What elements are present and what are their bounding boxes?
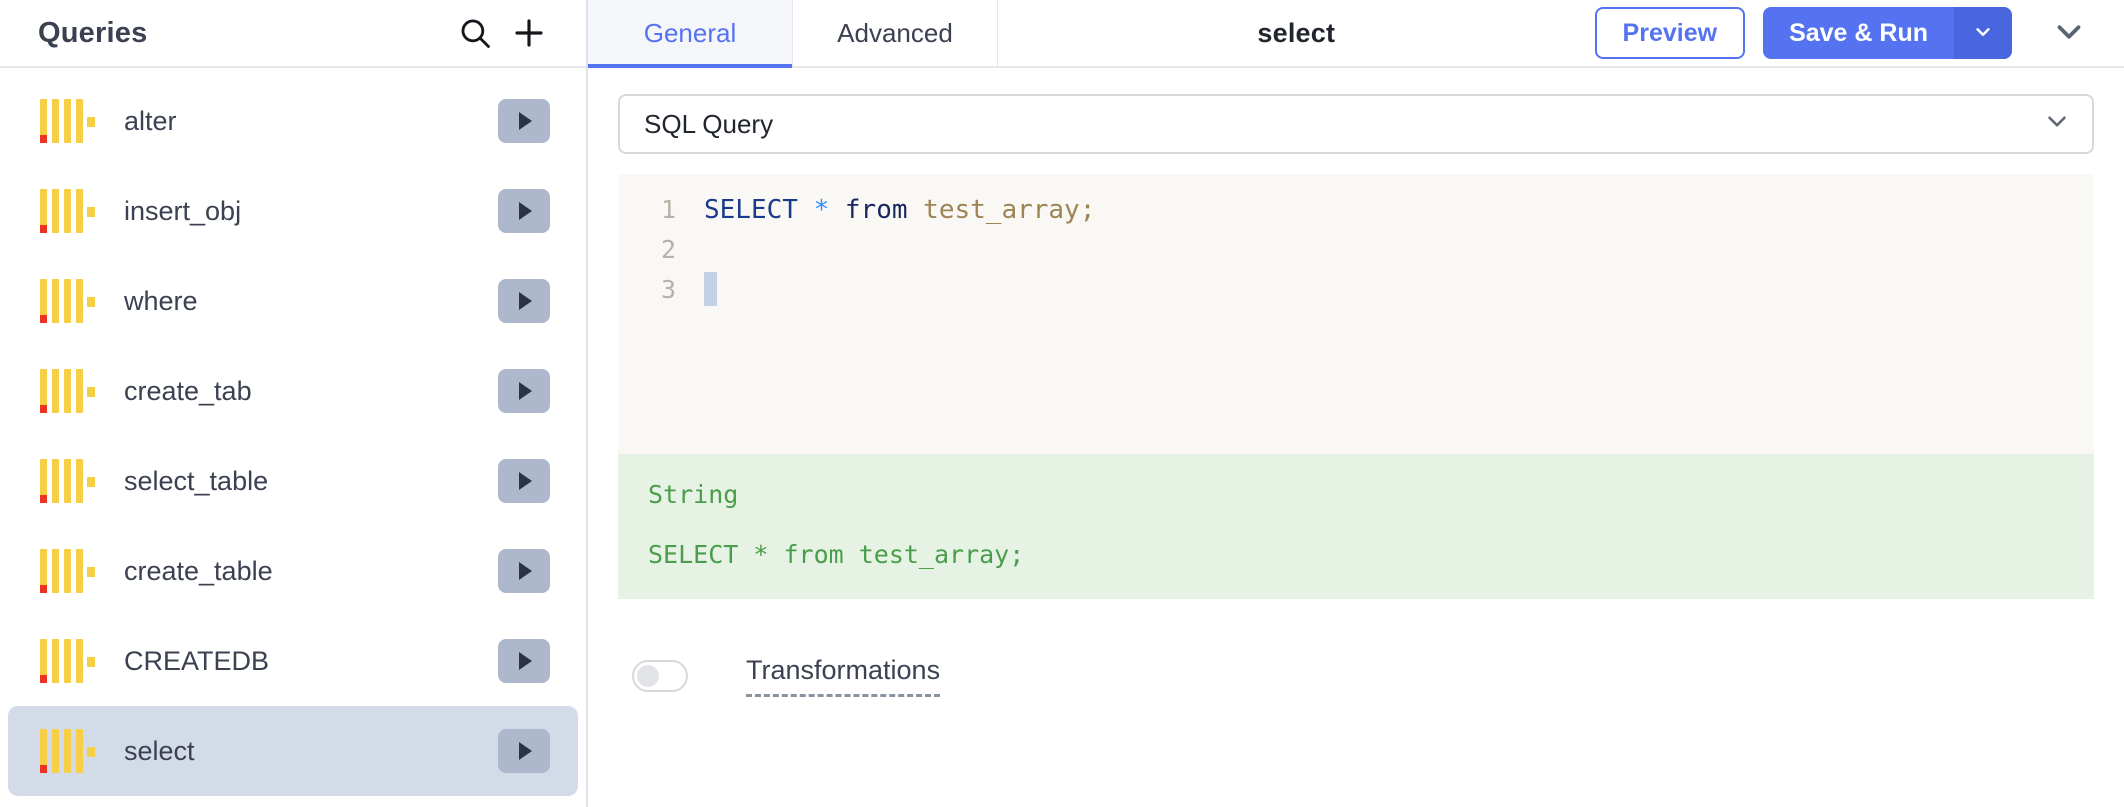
run-query-button[interactable]	[498, 729, 550, 773]
run-query-button[interactable]	[498, 369, 550, 413]
sql-query-icon	[38, 729, 95, 773]
query-type-select-wrapper: SQL Query	[618, 94, 2094, 154]
line-number: 1	[660, 195, 676, 224]
sql-keyword-from: from	[844, 195, 908, 225]
play-icon	[519, 562, 532, 580]
tab-advanced-label: Advanced	[837, 17, 953, 48]
sql-query-icon	[38, 189, 95, 233]
play-icon	[519, 472, 532, 490]
code-line: 3	[618, 270, 2094, 310]
transformations-toggle[interactable]	[632, 660, 688, 692]
query-list-item-createdb[interactable]: CREATEDB	[8, 616, 578, 706]
save-and-run-split-button[interactable]: Save & Run	[1763, 7, 2012, 59]
query-body: SQL Query 1 SELECT * from test_array; 2	[588, 68, 2124, 807]
line-number: 2	[660, 235, 676, 264]
run-query-button[interactable]	[498, 549, 550, 593]
chevron-down-icon	[2050, 13, 2088, 54]
save-and-run-dropdown-button[interactable]	[1954, 7, 2012, 59]
preview-button[interactable]: Preview	[1594, 7, 1746, 59]
result-type-label: String	[648, 480, 739, 509]
run-query-button[interactable]	[498, 99, 550, 143]
query-list-item-insert-obj[interactable]: insert_obj	[8, 166, 578, 256]
query-type-select[interactable]: SQL Query	[618, 94, 2094, 154]
code-content: SELECT * from test_array;	[676, 190, 1095, 230]
search-button[interactable]	[448, 6, 502, 60]
toggle-knob	[637, 665, 659, 687]
query-toolbar: General Advanced select Preview Save & R…	[588, 0, 2124, 68]
query-result-preview: String SELECT * from test_array;	[618, 454, 2094, 599]
text-cursor	[704, 272, 717, 306]
run-query-button[interactable]	[498, 279, 550, 323]
query-item-label: create_tab	[124, 375, 252, 406]
query-list-item-select-table[interactable]: select_table	[8, 436, 578, 526]
tab-advanced[interactable]: Advanced	[793, 0, 998, 66]
play-icon	[519, 202, 532, 220]
preview-button-label: Preview	[1622, 18, 1718, 47]
play-icon	[519, 112, 532, 130]
query-item-label: select_table	[124, 465, 269, 496]
tab-general[interactable]: General	[588, 0, 793, 68]
query-list-item-select[interactable]: select	[8, 706, 578, 796]
query-list-item-alter[interactable]: alter	[8, 76, 578, 166]
sql-code-editor[interactable]: 1 SELECT * from test_array; 2 3	[618, 174, 2094, 454]
plus-icon	[511, 15, 547, 51]
query-type-selected-value: SQL Query	[644, 108, 774, 139]
save-and-run-label: Save & Run	[1789, 18, 1928, 47]
sql-query-icon	[38, 369, 95, 413]
sql-query-icon	[38, 459, 95, 503]
sql-keyword-select: SELECT	[704, 195, 798, 225]
tab-general-label: General	[643, 17, 737, 48]
sql-query-icon	[38, 549, 95, 593]
query-list-item-create-table[interactable]: create_table	[8, 526, 578, 616]
chevron-down-icon	[1972, 21, 1994, 46]
query-list-item-create-tab[interactable]: create_tab	[8, 346, 578, 436]
play-icon	[519, 292, 532, 310]
query-list-item-where[interactable]: where	[8, 256, 578, 346]
transformations-label[interactable]: Transformations	[746, 655, 941, 697]
line-number: 3	[660, 275, 676, 304]
sql-query-icon	[38, 99, 95, 143]
toolbar-actions: Preview Save & Run	[1594, 0, 2124, 66]
sql-identifier: test_array;	[923, 195, 1096, 225]
query-detail-panel: General Advanced select Preview Save & R…	[588, 0, 2124, 807]
query-list[interactable]: alter insert_obj where	[0, 68, 586, 807]
run-query-button[interactable]	[498, 189, 550, 233]
query-item-label: insert_obj	[124, 195, 242, 226]
transformations-row: Transformations	[618, 599, 2094, 697]
run-query-button[interactable]	[498, 639, 550, 683]
play-icon	[519, 652, 532, 670]
sql-query-icon	[38, 279, 95, 323]
queries-sidebar: Queries	[0, 0, 588, 807]
search-icon	[458, 16, 492, 50]
query-item-label: create_table	[124, 555, 273, 586]
add-query-button[interactable]	[502, 6, 556, 60]
run-query-button[interactable]	[498, 459, 550, 503]
query-item-label: CREATEDB	[124, 645, 270, 676]
sql-star-token: *	[813, 195, 830, 225]
page-title: select	[1257, 17, 1336, 48]
query-item-label: alter	[124, 105, 177, 136]
collapse-panel-button[interactable]	[2036, 5, 2102, 61]
query-item-label: where	[124, 285, 198, 316]
save-and-run-button[interactable]: Save & Run	[1763, 7, 1954, 59]
sidebar-title: Queries	[38, 16, 148, 49]
play-icon	[519, 382, 532, 400]
query-item-label: select	[124, 735, 195, 766]
sidebar-header: Queries	[0, 0, 586, 68]
result-value: SELECT * from test_array;	[648, 539, 1025, 569]
code-line: 1 SELECT * from test_array;	[618, 190, 2094, 230]
code-line: 2	[618, 230, 2094, 270]
code-content	[676, 270, 717, 310]
play-icon	[519, 742, 532, 760]
sql-query-icon	[38, 639, 95, 683]
